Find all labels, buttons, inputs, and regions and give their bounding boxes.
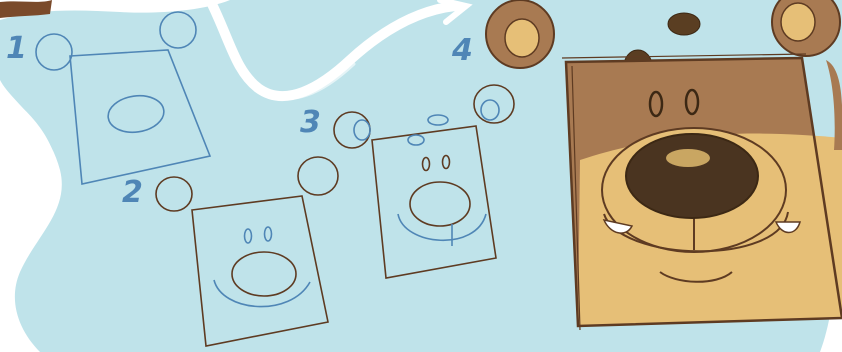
step-number-2: 2 <box>122 178 143 208</box>
step-number-3: 3 <box>300 108 321 138</box>
step-number-1: 1 <box>6 34 27 64</box>
step-number-4: 4 <box>452 36 473 66</box>
